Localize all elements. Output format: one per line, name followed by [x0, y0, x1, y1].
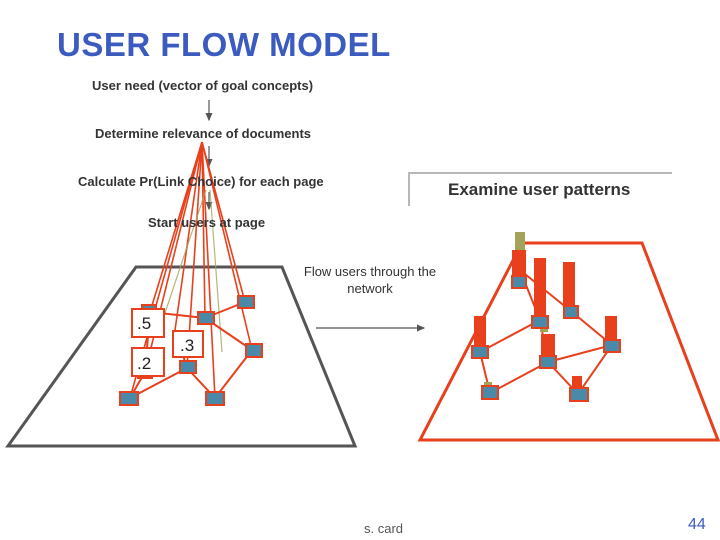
examine-label: Examine user patterns	[448, 180, 631, 199]
step-user-need: User need (vector of goal concepts)	[92, 78, 314, 93]
page-number: 44	[688, 516, 706, 533]
step-start-users: Start users at page	[148, 215, 266, 230]
slide-title: USER FLOW MODEL	[57, 26, 391, 63]
author-credit: s. card	[364, 521, 404, 536]
step-calculate-link-choice: Calculate Pr(Link Choice) for each page	[78, 174, 324, 189]
probability-label: .5	[137, 314, 152, 333]
probability-boxes	[131, 308, 204, 377]
probability-label: .2	[137, 354, 152, 373]
step-determine-relevance: Determine relevance of documents	[95, 126, 312, 141]
step-flow-users: Flow users through the network	[303, 264, 437, 296]
probability-label: .3	[180, 336, 195, 355]
right-page-nodes	[471, 275, 621, 402]
examine-box	[408, 172, 672, 206]
